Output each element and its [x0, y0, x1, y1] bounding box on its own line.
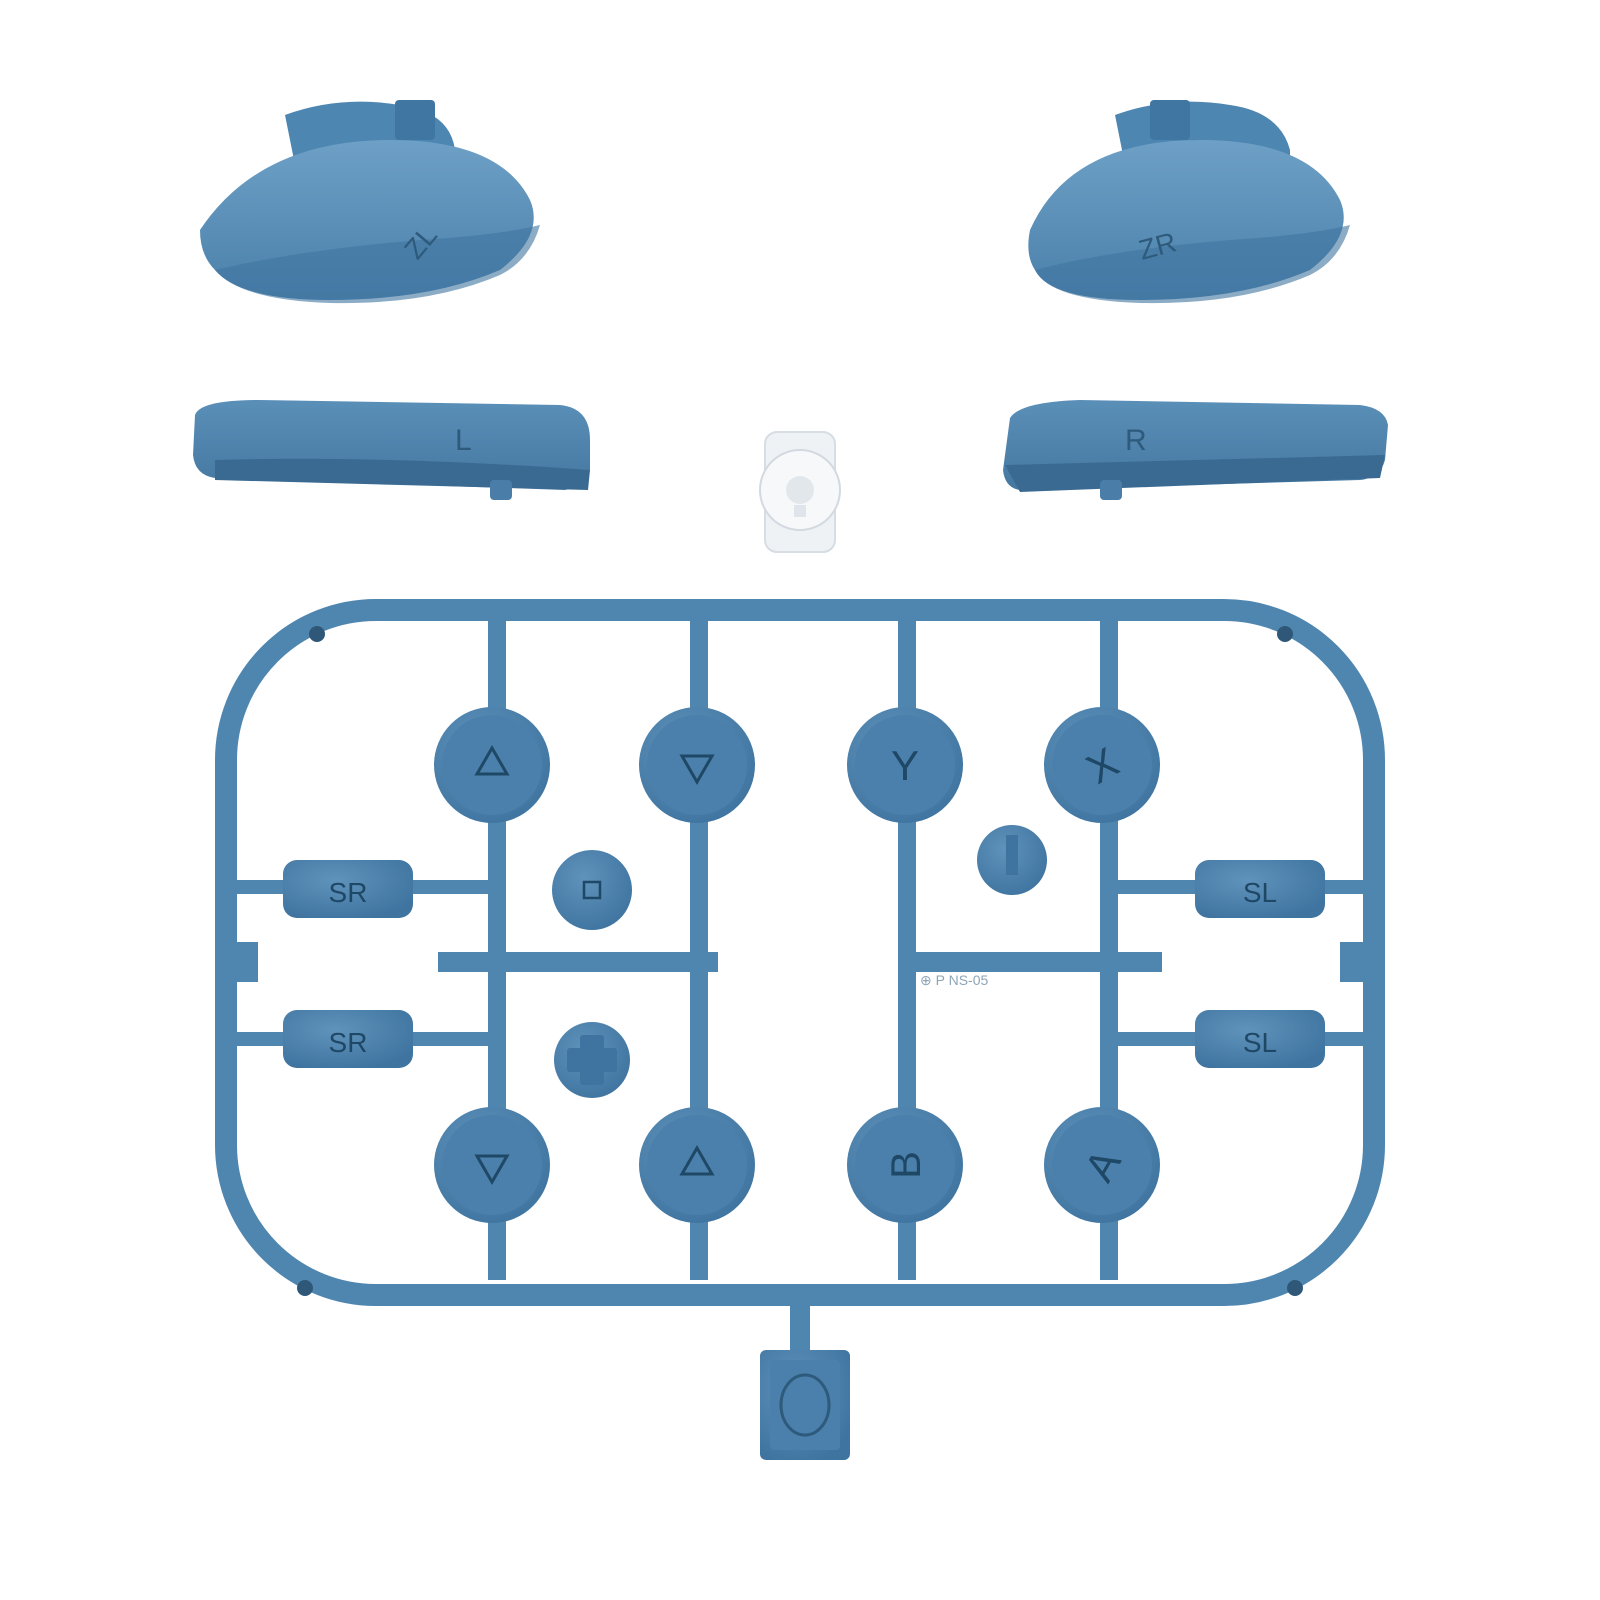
sr-button-bottom: SR [283, 1010, 413, 1068]
clear-light-pipe [759, 431, 841, 553]
dpad-down-button-2 [434, 1107, 550, 1223]
y-label: Y [891, 742, 919, 789]
sr-button-top: SR [283, 860, 413, 918]
capture-button [552, 850, 632, 930]
zr-trigger: ZR [1028, 100, 1350, 304]
square-icon [582, 880, 602, 900]
y-button: Y [847, 707, 963, 823]
b-label: B [882, 1151, 929, 1179]
sr-label-bottom: SR [329, 1027, 368, 1058]
b-button: B [847, 1107, 963, 1223]
sl-button-bottom: SL [1195, 1010, 1325, 1068]
l-label: L [455, 424, 472, 457]
dpad-up-button [434, 707, 550, 823]
sl-label-top: SL [1243, 877, 1277, 908]
circle-icon [779, 1373, 831, 1437]
r-label: R [1125, 424, 1147, 457]
zl-trigger: ZL [200, 100, 540, 304]
cross-dpad-part [554, 1022, 630, 1098]
r-bumper: R [1003, 400, 1388, 500]
home-button [760, 1350, 850, 1460]
sl-label-bottom: SL [1243, 1027, 1277, 1058]
dpad-up-button-2 [639, 1107, 755, 1223]
sl-button-top: SL [1195, 860, 1325, 918]
l-bumper: L [193, 400, 590, 500]
a-button: A [1044, 1107, 1160, 1223]
sr-label-top: SR [329, 877, 368, 908]
small-round-part [977, 825, 1047, 895]
mold-marking: ⊕ P NS-05 [920, 972, 988, 988]
x-button: X [1044, 707, 1160, 823]
sprue-frame: ⊕ P NS-05 [215, 599, 1385, 1355]
dpad-down-button [639, 707, 755, 823]
